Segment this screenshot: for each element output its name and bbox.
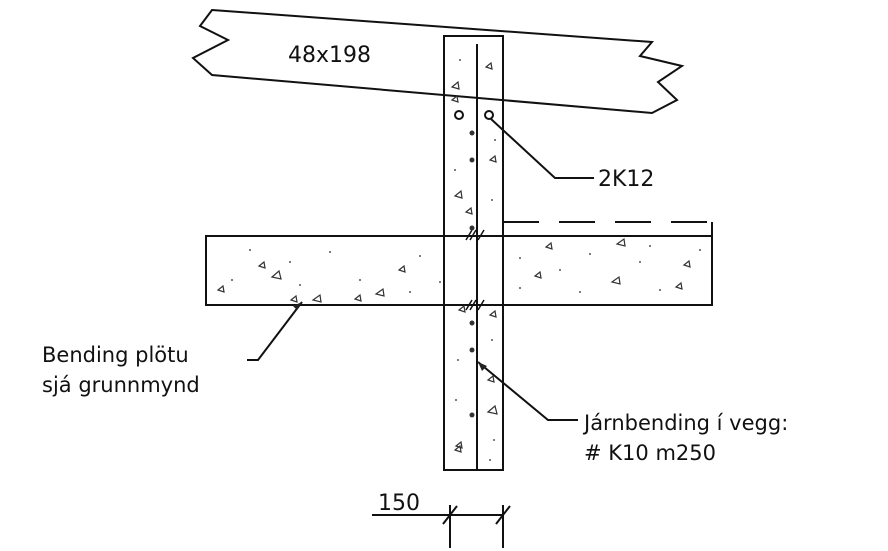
timber-beam <box>191 8 685 115</box>
leader-slab-rebar <box>247 301 303 361</box>
wall-rebar-label-1: Járnbending í vegg: <box>582 411 788 435</box>
slab-wall-joint-top <box>465 229 485 241</box>
leader-2k12 <box>490 118 594 179</box>
concrete-texture <box>216 61 691 453</box>
slab-wall-joint-bottom <box>465 299 485 311</box>
rebar-circle-left <box>454 110 464 120</box>
leader-wall-arrow <box>478 362 487 371</box>
dimension-label: 150 <box>378 491 420 516</box>
wall-rebar-label-2: # K10 m250 <box>584 441 716 465</box>
wall-rebar-dots <box>469 130 475 418</box>
concrete-specks <box>231 59 701 461</box>
dimension-150 <box>372 505 511 548</box>
leader-wall-rebar <box>477 361 578 421</box>
beam-label: 48x198 <box>288 43 371 68</box>
leader-slab-arrow <box>293 302 302 310</box>
concrete-wall <box>443 35 504 471</box>
top-rebar-label: 2K12 <box>598 167 654 192</box>
rebar-circle-right <box>484 110 494 120</box>
slab-rebar-label-2: sjá grunnmynd <box>42 373 200 397</box>
concrete-slab <box>205 222 713 306</box>
slab-rebar-label-1: Bending plötu <box>42 343 189 367</box>
